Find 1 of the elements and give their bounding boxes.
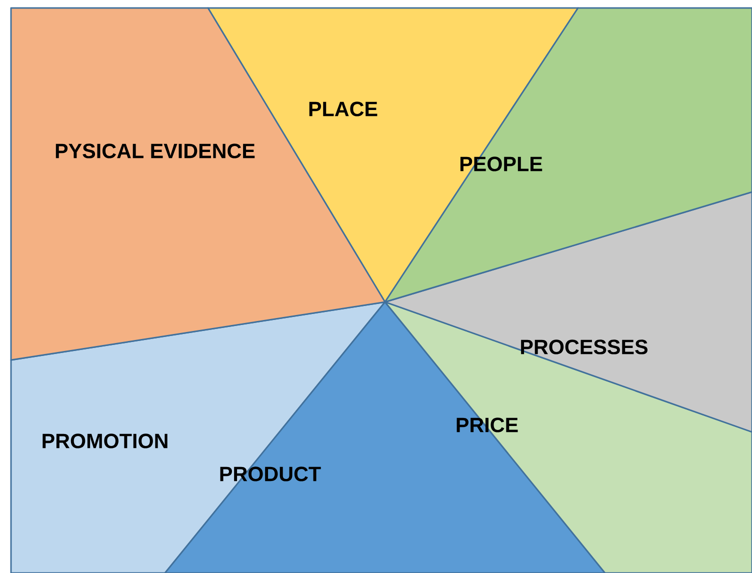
sector-wedge: PEOPLE — [384, 7, 752, 303]
